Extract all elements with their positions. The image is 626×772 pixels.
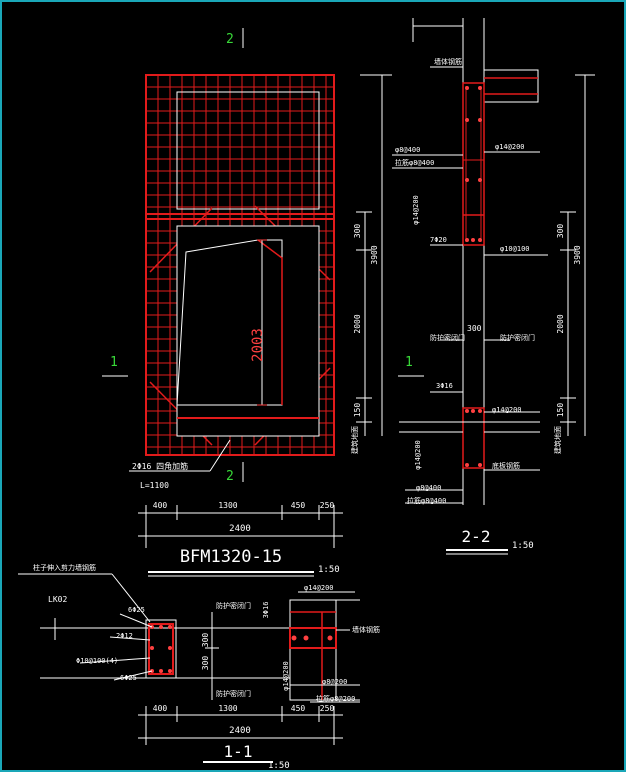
label-wall-rebar: 墙体钢筋 [434, 57, 462, 66]
label-wall-v1: φ14@200 [304, 584, 334, 592]
door-leaf-opening [176, 239, 283, 406]
rebar-note: 2Φ16 四角加筋 [132, 461, 188, 471]
right-dim-2000: 2000 [556, 314, 565, 333]
opening-height-label: 2003 [250, 328, 266, 362]
dim-300-b: 300 [201, 656, 210, 671]
beam-stirrup-cage [462, 82, 485, 246]
dim-total-2400: 2400 [229, 524, 251, 534]
label-door-right: 防护密闭门 [216, 689, 251, 698]
rebar-mesh-border [145, 74, 335, 456]
s11-dim-400: 400 [153, 704, 168, 713]
left-dim-3900: 3900 [370, 245, 379, 264]
label-mid-dim-300: 300 [467, 324, 482, 333]
right-dim-chain [560, 74, 595, 436]
label-footing-tie: 拉筋φ8@400 [407, 496, 446, 505]
upper-panel-outline [176, 91, 320, 210]
section-1-1-dimension-chain [138, 706, 343, 745]
sill-stirrup-cage [462, 407, 485, 469]
label-left-vert: φ14@200 [412, 195, 420, 225]
label-bot-bars: 3Φ16 [436, 382, 453, 390]
beam-corner-bars [465, 86, 482, 242]
label-dist-rebar: φ10@100 [500, 245, 530, 253]
wall-section-outline [289, 599, 337, 701]
section-2-2: 300 3900 2000 150 300 3900 2000 150 [350, 18, 595, 555]
drawing-title: BFM1320-15 [180, 547, 282, 567]
label-col-note: 柱子伸入剪力墙钢筋 [33, 563, 96, 572]
column-stirrup [148, 623, 174, 675]
section-2-2-scale: 1:50 [512, 541, 534, 551]
label-lk02: LK02 [48, 595, 67, 604]
s11-dim-total: 2400 [229, 726, 251, 736]
label-vert2: φ14@200 [414, 440, 422, 470]
callout-leaders-1-1 [79, 613, 153, 681]
label-bars-top: 6Φ25 [128, 606, 145, 614]
s11-dim-450: 450 [291, 704, 306, 713]
section-1-1-title: 1-1 [224, 742, 253, 761]
label-bot-stirrup: φ14@200 [492, 406, 522, 414]
rebar-note-leader-2 [209, 439, 231, 472]
left-dim-150: 150 [353, 403, 362, 418]
rebar-length: L=1100 [140, 481, 169, 490]
callout-leaders-2-2 [392, 66, 548, 504]
section-mark-2-bottom: 2 [226, 469, 234, 484]
label-vertical: φ14@200 [495, 143, 525, 151]
label-bars-mid: 2Φ12 [116, 632, 133, 640]
wall-leaders [290, 591, 360, 703]
title-scale: 1:50 [318, 565, 340, 575]
right-dim-150: 150 [556, 403, 565, 418]
label-wall-v2: φ14@200 [282, 661, 290, 691]
label-bottom-bars: 7Φ20 [430, 236, 447, 244]
left-dim-chain [356, 74, 392, 436]
right-dim-3900: 3900 [573, 245, 582, 264]
elevation-view: 2 2003 1 2 [102, 28, 343, 577]
column-outline [145, 619, 177, 679]
column-bars [150, 625, 172, 673]
section-1-1: 柱子伸入剪力墙钢筋 LK02 6Φ25 2Φ12 Φ10@100(4) 6Φ25 [18, 563, 380, 771]
section-2-2-mark-1: 1 [405, 355, 413, 370]
label-bars-bot: 6Φ25 [120, 674, 137, 682]
left-dim-300: 300 [353, 224, 362, 239]
section-1-1-scale: 1:50 [268, 761, 290, 771]
dim-300-a: 300 [201, 633, 210, 648]
section-2-2-title: 2-2 [462, 527, 491, 546]
dim-1300: 1300 [218, 501, 237, 510]
s11-dim-250: 250 [320, 704, 335, 713]
section-mark-2-top: 2 [226, 32, 234, 47]
label-wall-rebar-1-1: 墙体钢筋 [352, 625, 380, 634]
wall-bars [291, 635, 333, 641]
label-footing-stirrup: φ8@400 [416, 484, 441, 492]
col-note-leader-2 [111, 573, 151, 623]
wall-stirrup [289, 627, 337, 649]
label-wall-bar3: 3Φ16 [262, 602, 270, 619]
label-stirrups: Φ10@100(4) [76, 657, 118, 665]
dim-250: 250 [320, 501, 335, 510]
s11-dim-1300: 1300 [218, 704, 237, 713]
label-wall-tie2: 拉筋φ8@200 [316, 694, 355, 703]
label-wall-tie: φ8@200 [322, 678, 347, 686]
label-door-frame-right: 防护密闭门 [500, 333, 535, 342]
plan-dimension-chain [138, 505, 343, 548]
label-tie: 拉筋φ8@400 [395, 158, 434, 167]
right-dim-300: 300 [556, 224, 565, 239]
sill-bars [465, 409, 482, 467]
label-room-left: 建筑地面 [350, 426, 359, 454]
roof-slab [483, 69, 539, 103]
dim-400: 400 [153, 501, 168, 510]
label-found-floor: 底板钢筋 [492, 461, 520, 470]
label-door-frame-left: 防护密闭门 [430, 333, 465, 342]
label-stirrup: φ8@400 [395, 146, 420, 154]
section-mark-1-left: 1 [110, 355, 118, 370]
dim-450: 450 [291, 501, 306, 510]
label-room-right: 建筑地面 [553, 426, 562, 454]
left-dim-2000: 2000 [353, 314, 362, 333]
door-leaf-edge [257, 239, 283, 405]
label-door-left: 防护密闭门 [216, 601, 251, 610]
